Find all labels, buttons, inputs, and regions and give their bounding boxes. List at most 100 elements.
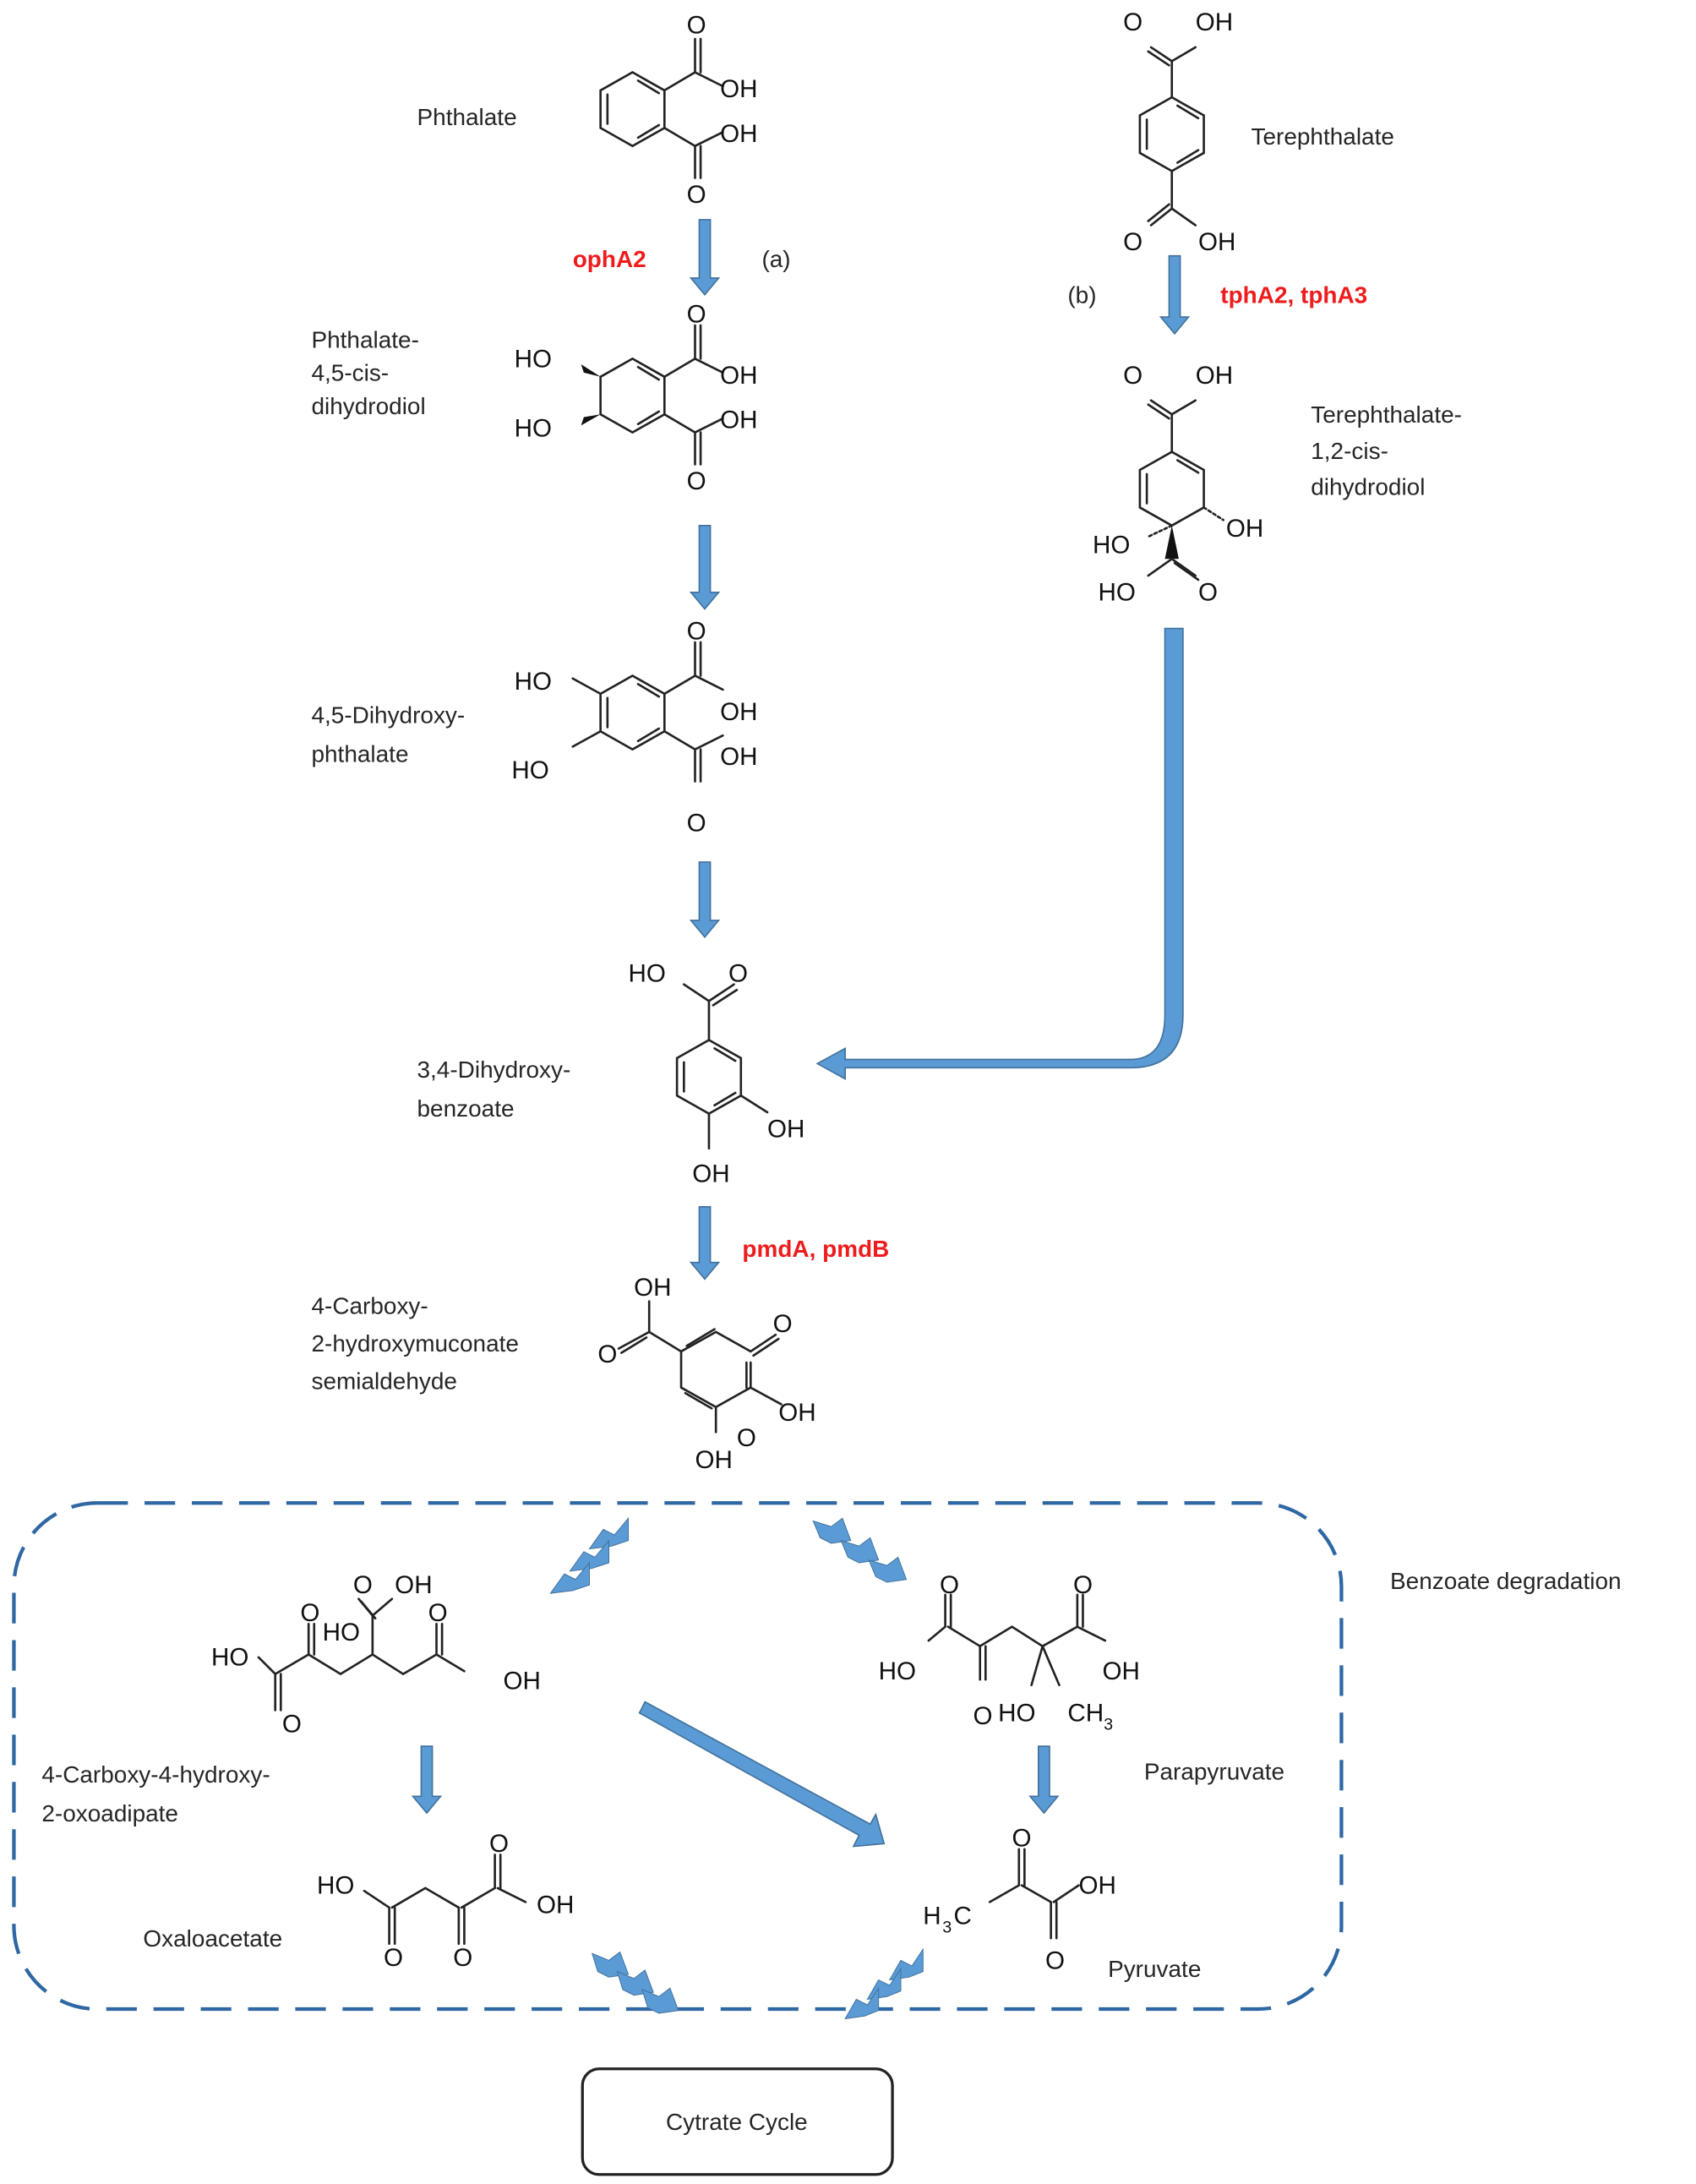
multi-step-arrow <box>844 1947 924 2020</box>
atom-o: O <box>773 1310 793 1338</box>
label-benzoate-degradation: Benzoate degradation <box>1390 1568 1622 1594</box>
atom-ho: HO <box>998 1700 1035 1728</box>
atom-oh: OH <box>1079 1871 1116 1899</box>
label-parapyruvate: Parapyruvate <box>1144 1759 1284 1785</box>
reaction-arrow <box>689 861 721 939</box>
reaction-arrow <box>689 1206 721 1280</box>
atom-o: O <box>353 1571 373 1599</box>
atom-ho: HO <box>1099 579 1136 607</box>
label-dihydroxyphthalate-1: 4,5-Dihydroxy- <box>311 702 465 728</box>
atom-o: O <box>1123 228 1142 256</box>
label-phthalate-diol-3: dihydrodiol <box>311 393 425 419</box>
reaction-arrow <box>1159 254 1191 336</box>
enzyme-opha2: ophA2 <box>573 246 646 272</box>
enzyme-pmd: pmdA, pmdB <box>742 1236 889 1262</box>
label-carboxy-oxoadipate-1: 4-Carboxy-4-hydroxy- <box>41 1761 270 1788</box>
label-terephthalate-diol-1: Terephthalate- <box>1311 401 1462 428</box>
atom-oh: OH <box>720 407 757 434</box>
label-terephthalate-diol-3: dihydrodiol <box>1311 474 1425 500</box>
atom-ho: HO <box>515 668 552 696</box>
label-carboxy-semialdehyde-3: semialdehyde <box>311 1368 456 1394</box>
label-citrate-cycle: Cytrate Cycle <box>666 2109 808 2135</box>
label-pyruvate: Pyruvate <box>1108 1956 1201 1982</box>
parapyruvate-structure: O HO O OH O HO CH 3 <box>879 1571 1140 1734</box>
carboxy-semialdehyde-structure: OH O O OH O OH <box>597 1274 815 1474</box>
atom-ho: HO <box>1093 532 1130 560</box>
atom-oh: OH <box>692 1160 729 1188</box>
reaction-arrow <box>411 1745 443 1815</box>
atom-o: O <box>1123 362 1142 390</box>
label-phthalate-diol-2: 4,5-cis- <box>311 360 389 386</box>
label-carboxy-semialdehyde-1: 4-Carboxy- <box>311 1293 428 1319</box>
atom-h: H <box>923 1903 941 1930</box>
atom-o: O <box>973 1702 993 1730</box>
multi-step-arrow <box>812 1517 908 1583</box>
atom-ho: HO <box>511 756 548 784</box>
atom-oh: OH <box>695 1446 733 1474</box>
atom-o: O <box>1012 1825 1032 1853</box>
atom-o: O <box>1198 579 1218 607</box>
enzyme-tpha: tphA2, tphA3 <box>1220 282 1367 308</box>
atom-ho: HO <box>515 415 552 443</box>
atom-o: O <box>737 1424 756 1452</box>
atom-oh: OH <box>767 1116 804 1144</box>
atom-oh: OH <box>720 743 757 771</box>
pathway-label-a: (a) <box>761 246 790 272</box>
atom-o: O <box>940 1571 959 1599</box>
phthalate-structure: O OH OH O <box>599 11 758 209</box>
terephthalate-structure: O OH O OH <box>1123 8 1235 256</box>
atom-subscript: 3 <box>1104 1715 1113 1734</box>
atom-ho: HO <box>515 345 552 373</box>
label-phthalate-diol-1: Phthalate- <box>311 326 418 352</box>
oxaloacetate-structure: HO O OH O O <box>317 1830 574 1972</box>
atom-oh: OH <box>1102 1657 1139 1685</box>
label-dihydroxybenzoate-1: 3,4-Dihydroxy- <box>417 1057 571 1083</box>
pathway-label-b: (b) <box>1067 282 1096 308</box>
atom-ho: HO <box>629 959 666 987</box>
atom-ch: CH <box>1067 1700 1104 1728</box>
atom-subscript: 3 <box>942 1919 952 1937</box>
atom-o: O <box>282 1711 302 1739</box>
reaction-arrow <box>689 219 721 297</box>
label-terephthalate: Terephthalate <box>1252 123 1394 150</box>
atom-o: O <box>1123 8 1142 36</box>
atom-ho: HO <box>317 1871 354 1899</box>
atom-o: O <box>687 467 706 495</box>
atom-oh: OH <box>720 120 757 148</box>
atom-oh: OH <box>634 1274 671 1302</box>
multi-step-arrow <box>549 1516 630 1594</box>
atom-oh: OH <box>778 1399 815 1427</box>
label-dihydroxyphthalate-2: phthalate <box>311 740 408 767</box>
atom-o: O <box>597 1340 617 1368</box>
atom-o: O <box>687 301 706 329</box>
label-carboxy-oxoadipate-2: 2-oxoadipate <box>41 1800 178 1826</box>
label-carboxy-semialdehyde-2: 2-hydroxymuconate <box>311 1330 519 1357</box>
atom-oh: OH <box>503 1668 540 1695</box>
label-phthalate: Phthalate <box>417 104 517 130</box>
atom-ho: HO <box>323 1619 360 1646</box>
atom-o: O <box>687 11 706 39</box>
atom-o: O <box>1073 1571 1093 1599</box>
atom-o: O <box>728 959 748 987</box>
atom-o: O <box>300 1599 319 1627</box>
atom-oh: OH <box>1226 515 1263 543</box>
atom-o: O <box>489 1830 509 1858</box>
atom-ho: HO <box>879 1657 916 1685</box>
reaction-arrow <box>1028 1745 1060 1815</box>
atom-oh: OH <box>720 75 757 103</box>
atom-o: O <box>1045 1946 1065 1974</box>
dihydroxyphthalate-structure: O OH OH O HO HO <box>511 618 757 838</box>
atom-ho: HO <box>211 1644 248 1672</box>
label-terephthalate-diol-2: 1,2-cis- <box>1311 438 1388 464</box>
atom-oh: OH <box>720 362 757 390</box>
label-oxaloacetate: Oxaloacetate <box>143 1925 282 1952</box>
reaction-arrow <box>638 1701 886 1848</box>
dihydroxybenzoate-structure: HO O OH OH <box>629 959 805 1188</box>
atom-oh: OH <box>1196 362 1233 390</box>
atom-o: O <box>384 1944 403 1972</box>
atom-c: C <box>953 1903 971 1930</box>
terephthalate-dihydrodiol-structure: O OH OH HO HO O <box>1093 362 1263 607</box>
reaction-arrow <box>689 524 721 610</box>
atom-oh: OH <box>720 698 757 726</box>
